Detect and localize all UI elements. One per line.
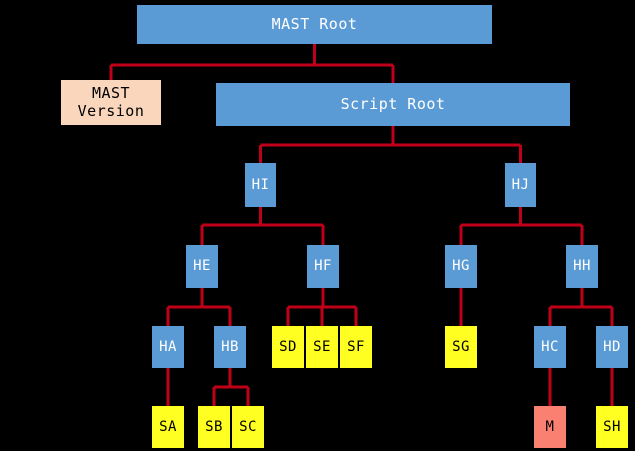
node-sd: SD [272, 326, 304, 368]
node-sf: SF [340, 326, 372, 368]
node-hg: HG [445, 245, 477, 288]
node-sh: SH [596, 406, 628, 448]
node-hj: HJ [505, 163, 536, 207]
node-sb: SB [198, 406, 230, 448]
legend-item-subscript: Subscript [13, 257, 99, 276]
node-mast-version: MAST Version [61, 80, 161, 125]
node-mast-root: MAST Root [137, 5, 492, 44]
node-hd: HD [596, 326, 628, 368]
node-hc: HC [534, 326, 566, 368]
node-se: SE [306, 326, 338, 368]
node-sg: SG [445, 326, 477, 368]
legend-item-message: Message [22, 338, 90, 356]
legend-item-hash: Hash [36, 175, 76, 194]
node-sa: SA [152, 406, 184, 448]
node-ha: HA [152, 326, 184, 368]
node-m: M [534, 406, 566, 448]
node-hh: HH [566, 245, 598, 288]
node-hf: HF [307, 245, 339, 288]
node-sc: SC [232, 406, 264, 448]
node-hi: HI [245, 163, 276, 207]
node-hb: HB [214, 326, 246, 368]
node-script-root: Script Root [216, 83, 570, 126]
node-he: HE [186, 245, 218, 288]
